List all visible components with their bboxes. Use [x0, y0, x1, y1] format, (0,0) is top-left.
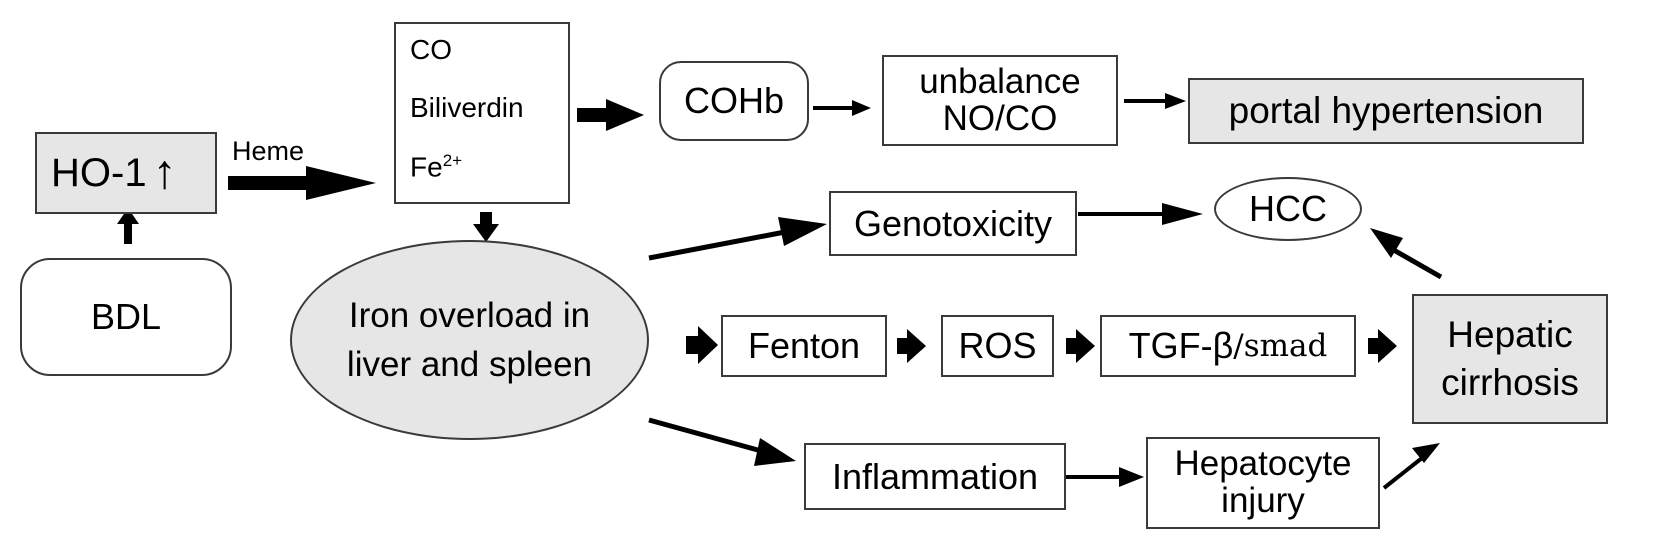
iron-line2: liver and spleen: [346, 345, 593, 384]
arrow-inflammation-to-injury: [1066, 467, 1144, 487]
injury-line2: injury: [1221, 481, 1305, 520]
cohb-label: COHb: [683, 80, 785, 122]
heme-label: Heme: [232, 136, 305, 166]
smad-label: /smad: [1233, 327, 1328, 364]
inflammation-box: Inflammation: [804, 443, 1066, 510]
cirrhosis-line2: cirrhosis: [1441, 362, 1579, 403]
cirrhosis-line1: Hepatic: [1447, 313, 1573, 355]
iron-line1: Iron overload in: [348, 296, 591, 335]
arrow-genotoxicity-to-hcc: [1078, 203, 1203, 225]
tgf-smad-box: TGF-β/smad: [1100, 315, 1356, 377]
unbalance-box: unbalance NO/CO: [882, 55, 1118, 146]
ho1-box: HO-1 ↑: [35, 132, 217, 214]
inflammation-label: Inflammation: [831, 455, 1039, 497]
arrow-fenton-to-ros: [897, 329, 926, 363]
unbalance-line1: unbalance: [919, 61, 1081, 101]
fenton-label: Fenton: [747, 325, 861, 367]
products-box: CO Biliverdin Fe2+: [394, 22, 570, 204]
portal-hypertension-box: portal hypertension: [1188, 78, 1584, 144]
tgf-label: TGF-β: [1128, 325, 1234, 367]
bdl-label: BDL: [90, 296, 162, 338]
arrow-products-to-iron: [473, 212, 499, 242]
ros-box: ROS: [941, 315, 1054, 377]
arrow-iron-to-genotoxicity: [648, 217, 827, 261]
bdl-box: BDL: [20, 258, 232, 376]
ros-label: ROS: [958, 325, 1037, 367]
iron-overload-ellipse: Iron overload in liver and spleen: [290, 240, 649, 440]
arrow-cirrhosis-to-hcc: [1370, 228, 1443, 280]
fe-symbol: Fe: [410, 151, 443, 183]
arrow-ros-to-tgf: [1066, 329, 1095, 363]
genotoxicity-label: Genotoxicity: [853, 202, 1053, 244]
arrow-injury-to-cirrhosis: [1382, 443, 1440, 490]
hepatocyte-injury-box: Hepatocyte injury: [1146, 437, 1380, 529]
unbalance-line2: NO/CO: [942, 98, 1058, 138]
arrow-heme: [228, 166, 376, 200]
co-label: CO: [410, 34, 452, 65]
fe-label: Fe2+: [410, 152, 568, 181]
arrow-iron-to-fenton: [686, 326, 718, 364]
fe-charge: 2+: [442, 151, 463, 170]
up-arrow-icon: ↑: [152, 145, 177, 199]
biliverdin-label: Biliverdin: [410, 92, 524, 123]
genotoxicity-box: Genotoxicity: [829, 191, 1077, 256]
hepatic-cirrhosis-box: Hepatic cirrhosis: [1412, 294, 1608, 424]
arrow-cohb-to-unbalance: [813, 100, 871, 116]
arrow-unbalance-to-portal: [1124, 93, 1186, 109]
hcc-label: HCC: [1249, 188, 1327, 230]
arrow-tgf-to-cirrhosis: [1368, 329, 1397, 363]
arrow-bdl-to-ho1: [117, 208, 139, 244]
injury-line1: Hepatocyte: [1174, 444, 1352, 484]
hcc-ellipse: HCC: [1214, 177, 1362, 241]
cohb-box: COHb: [659, 61, 809, 141]
ho1-label: HO-1: [51, 151, 147, 195]
fenton-box: Fenton: [721, 315, 887, 377]
arrow-products-to-cohb: [577, 99, 644, 131]
arrow-iron-to-inflammation: [648, 417, 796, 466]
portal-hypertension-label: portal hypertension: [1228, 89, 1544, 131]
